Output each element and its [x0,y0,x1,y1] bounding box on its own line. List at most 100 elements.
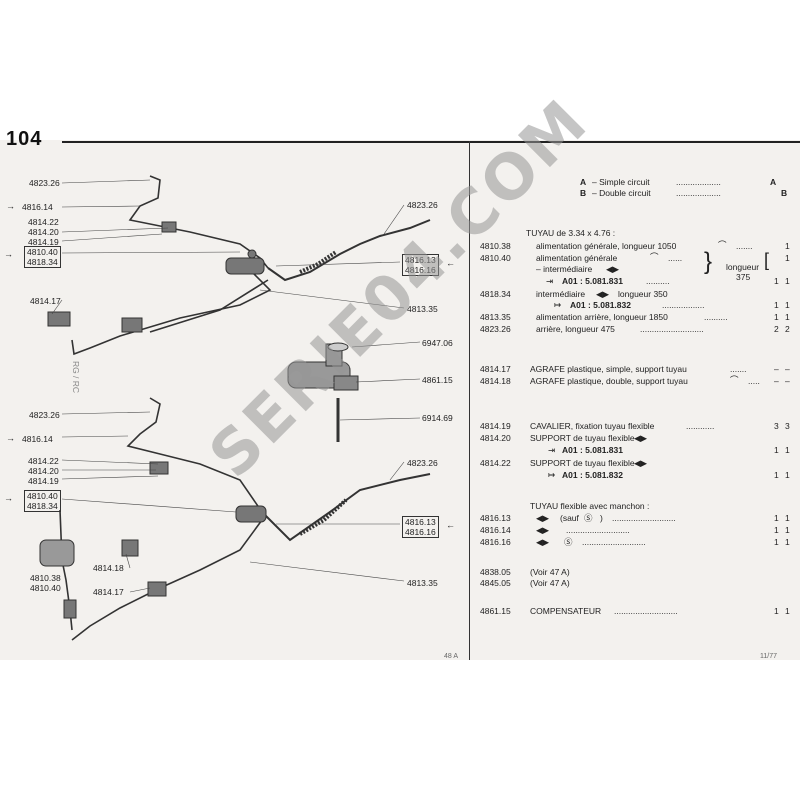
part-desc: (sauf [560,513,579,523]
part-code: 4813.35 [480,312,511,322]
qty-b: – [785,364,790,374]
part-code: 4838.05 [480,567,511,577]
qty-b: 1 [785,312,790,322]
callout-4818-34: 4818.34 [27,257,58,267]
arrow-icon: → [6,433,15,443]
part-code: 4818.34 [480,289,511,299]
qty-b: 1 [785,241,790,251]
connector-icon: ◀▶ [634,433,648,443]
part-ref: A01 : 5.081.831 [562,276,623,286]
part-desc: alimentation générale [536,253,618,263]
column-divider [469,141,470,660]
callout-4823-26-right: 4823.26 [407,200,438,210]
callout-4823-26: 4823.26 [29,178,60,188]
section-title-flexible: TUYAU flexible avec manchon : [530,501,650,511]
callout-4861-15: 4861.15 [422,375,453,385]
part-desc-2: longueur 350 [618,289,668,299]
qty-b: 1 [785,606,790,616]
callout-4810-40b: 4810.40 [30,583,61,593]
callout-4816-13: 4816.13 [405,255,436,265]
part-code: 4823.26 [480,324,511,334]
brake-pipe-diagram [39,175,431,641]
qty-b: 1 [785,537,790,547]
part-ref: A01 : 5.081.832 [562,470,623,480]
qty-a: 2 [774,324,779,334]
section-title-tuyau: TUYAU de 3.34 x 4.76 : [526,228,616,238]
callout-4814-18: 4814.18 [93,563,124,573]
callout-4814-20: 4814.20 [28,466,59,476]
qty-a: 1 [774,312,779,322]
qty-b: 3 [785,421,790,431]
callout-4816-14: 4816.14 [22,434,53,444]
part-code: 4814.20 [480,433,511,443]
leader-dots: .......... [704,312,728,322]
double-circuit-icon: ⌒ [730,375,739,385]
callout-4814-19: 4814.19 [28,237,59,247]
leader-dots: .......... [646,276,670,286]
part-code: 4814.17 [480,364,511,374]
length-label: longueur [726,262,760,272]
side-mark: RG / RC [71,360,82,394]
part-desc: SUPPORT de tuyau flexible [530,458,635,468]
bracket-icon: [ [764,250,770,270]
part-code: 4816.16 [480,537,511,547]
part-desc: arrière, longueur 475 [536,324,615,334]
part-desc: AGRAFE plastique, double, support tuyau [530,376,688,386]
footer-left: 48 A [444,653,459,660]
part-code: 4816.13 [480,513,511,523]
legend-a-letter: A [580,177,587,187]
qty-a: – [774,364,779,374]
callout-4816-16: 4816.16 [405,265,436,275]
qty-b: 1 [785,300,790,310]
arrow-icon: → [4,249,13,259]
callout-4814-22: 4814.22 [28,217,59,227]
qty-a: 1 [774,513,779,523]
callout-4816-13: 4816.13 [405,517,436,527]
callout-4814-17: 4814.17 [93,587,124,597]
catalog-page [0,140,800,660]
legend-a-column: A [770,177,777,187]
leader-dots: ........................... [612,513,676,523]
qty-a: 1 [774,525,779,535]
leader-dots: ....... [736,241,753,251]
leader-dots: ....... [730,364,747,374]
connector-icon: ◀▶ [536,513,550,523]
legend-b-letter: B [580,188,587,198]
callout-4814-22: 4814.22 [28,456,59,466]
callout-6914-69: 6914.69 [422,413,453,423]
arrow-icon: ← [446,258,455,268]
part-desc: (Voir 47 A) [530,578,570,588]
length-value: 375 [736,272,751,282]
part-code: 4814.18 [480,376,511,386]
arrow-icon: → [6,201,15,211]
union-icon: ⇥ [548,445,556,455]
footer-right: 11/77 [760,653,777,660]
leader-dots: ............ [686,421,715,431]
union-icon: ↦ [554,300,562,310]
callout-4813-35: 4813.35 [407,578,438,588]
part-code: 4861.15 [480,606,511,616]
connector-icon: ◀▶ [536,525,550,535]
legend-a-dots: ................... [676,177,721,187]
callout-6947-06: 6947.06 [422,338,453,348]
qty-a: 1 [785,253,790,263]
header-rule [62,141,800,143]
connector-icon: ◀▶ [536,537,550,547]
part-ref: A01 : 5.081.832 [570,300,631,310]
qty-a: 1 [774,445,779,455]
qty-b: 2 [785,324,790,334]
leader-dots: ........................... [614,606,678,616]
part-code: 4845.05 [480,578,511,588]
brace-icon: } [704,248,713,275]
qty-b: – [785,376,790,386]
qty-b: 1 [785,276,790,286]
callout-box-hose-bottom: 4816.13 4816.16 [402,516,439,538]
part-code: 4810.40 [480,253,511,263]
callout-box-hose-top: 4816.13 4816.16 [402,254,439,276]
part-desc: (Voir 47 A) [530,567,570,577]
circle-s-icon: Ⓢ [564,537,573,547]
part-code: 4814.22 [480,458,511,468]
leader-dots: .................. [662,300,705,310]
callout-4814-19: 4814.19 [28,476,59,486]
qty-a: 3 [774,421,779,431]
